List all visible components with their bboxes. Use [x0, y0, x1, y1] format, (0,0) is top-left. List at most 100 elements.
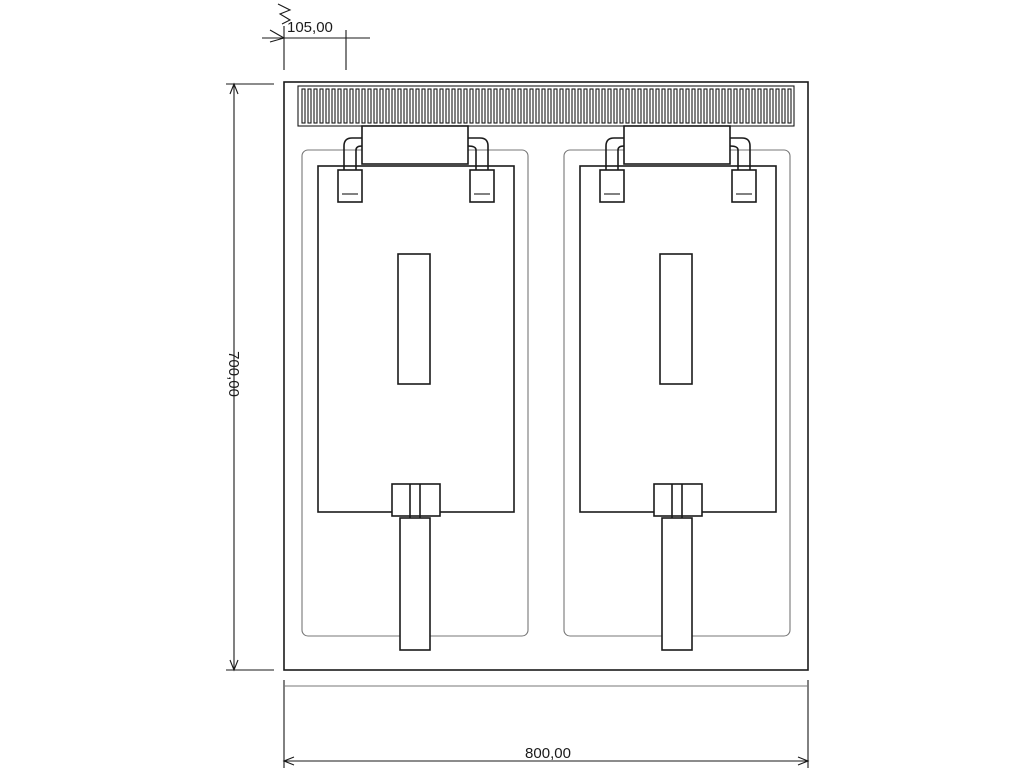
vent-slot — [553, 88, 558, 124]
vent-slot — [577, 88, 582, 124]
vent-slot — [691, 88, 696, 124]
vent-slot — [589, 88, 594, 124]
heating-element-head — [361, 125, 469, 165]
vent-slot — [739, 88, 744, 124]
fryer-outline — [283, 81, 809, 671]
vent-slot — [385, 88, 390, 124]
vent-slot — [343, 88, 348, 124]
vent-slot — [433, 88, 438, 124]
element-pipe — [468, 137, 489, 198]
vent-slot — [727, 88, 732, 124]
vent-slot — [391, 88, 396, 124]
vent-slot — [469, 88, 474, 124]
vent-slot — [397, 88, 402, 124]
element-pipe — [467, 145, 477, 198]
vent-slot — [631, 88, 636, 124]
vent-slot — [781, 88, 786, 124]
vent-slot — [787, 88, 792, 124]
height-label: 700,00 — [225, 351, 242, 397]
basket-handle — [661, 517, 693, 651]
vent-slot — [595, 88, 600, 124]
element-foot — [337, 169, 363, 203]
rear-vent-grille — [297, 85, 795, 127]
vent-slot — [331, 88, 336, 124]
vent-slot — [355, 88, 360, 124]
top-offset-label: 105,00 — [287, 19, 333, 36]
element-foot — [469, 169, 495, 203]
vent-slot — [487, 88, 492, 124]
basket-center-slot — [397, 253, 431, 385]
element-pipe — [617, 145, 625, 198]
vent-slot — [721, 88, 726, 124]
vent-slot — [703, 88, 708, 124]
vent-slot — [457, 88, 462, 124]
vent-slot — [637, 88, 642, 124]
top-offset-dimension: 105,00 — [262, 3, 370, 70]
element-pipe — [605, 137, 624, 198]
vent-slot — [679, 88, 684, 124]
vent-slot — [613, 88, 618, 124]
fryer-units — [301, 125, 791, 651]
vent-slot — [505, 88, 510, 124]
basket-center-slot — [659, 253, 693, 385]
element-pipe — [729, 145, 739, 198]
vent-slot — [619, 88, 624, 124]
vent-slot — [523, 88, 528, 124]
vent-slot — [511, 88, 516, 124]
element-pipe — [730, 137, 751, 198]
vent-slot — [499, 88, 504, 124]
vent-slot — [517, 88, 522, 124]
element-foot — [731, 169, 757, 203]
vent-slot — [661, 88, 666, 124]
vent-slot — [337, 88, 342, 124]
width-label: 800,00 — [525, 745, 571, 762]
vent-slot — [439, 88, 444, 124]
vent-slot — [559, 88, 564, 124]
vent-slot — [685, 88, 690, 124]
vent-slot — [673, 88, 678, 124]
vent-slot — [751, 88, 756, 124]
vent-slot — [709, 88, 714, 124]
vent-slot — [481, 88, 486, 124]
width-dimension: 800,00 — [282, 680, 810, 768]
vent-slot — [541, 88, 546, 124]
fryer-unit — [563, 125, 791, 651]
vent-slot — [583, 88, 588, 124]
vent-slot — [529, 88, 534, 124]
basket-handle — [399, 517, 431, 651]
vent-slot — [565, 88, 570, 124]
vent-slot — [775, 88, 780, 124]
element-pipe — [343, 137, 362, 198]
vent-slot — [757, 88, 762, 124]
vent-slot — [745, 88, 750, 124]
vent-slot — [379, 88, 384, 124]
vent-slot — [655, 88, 660, 124]
heating-element-head — [623, 125, 731, 165]
vent-slot — [571, 88, 576, 124]
vent-slot — [667, 88, 672, 124]
vent-slot — [445, 88, 450, 124]
vent-slot — [601, 88, 606, 124]
vent-slot — [301, 88, 306, 124]
vent-slot — [415, 88, 420, 124]
vent-slot — [625, 88, 630, 124]
vent-slot — [373, 88, 378, 124]
vent-slot — [451, 88, 456, 124]
vent-slot — [769, 88, 774, 124]
vent-slot — [643, 88, 648, 124]
vent-slot — [649, 88, 654, 124]
vent-slot — [403, 88, 408, 124]
element-pipe — [355, 145, 363, 198]
vent-slot — [697, 88, 702, 124]
element-foot — [599, 169, 625, 203]
vent-slot — [607, 88, 612, 124]
fry-basket — [579, 165, 777, 513]
vent-slot — [535, 88, 540, 124]
vent-slot — [427, 88, 432, 124]
fry-basket — [317, 165, 515, 513]
vent-slot — [715, 88, 720, 124]
vent-slot — [463, 88, 468, 124]
vent-slot — [319, 88, 324, 124]
vent-slot — [307, 88, 312, 124]
